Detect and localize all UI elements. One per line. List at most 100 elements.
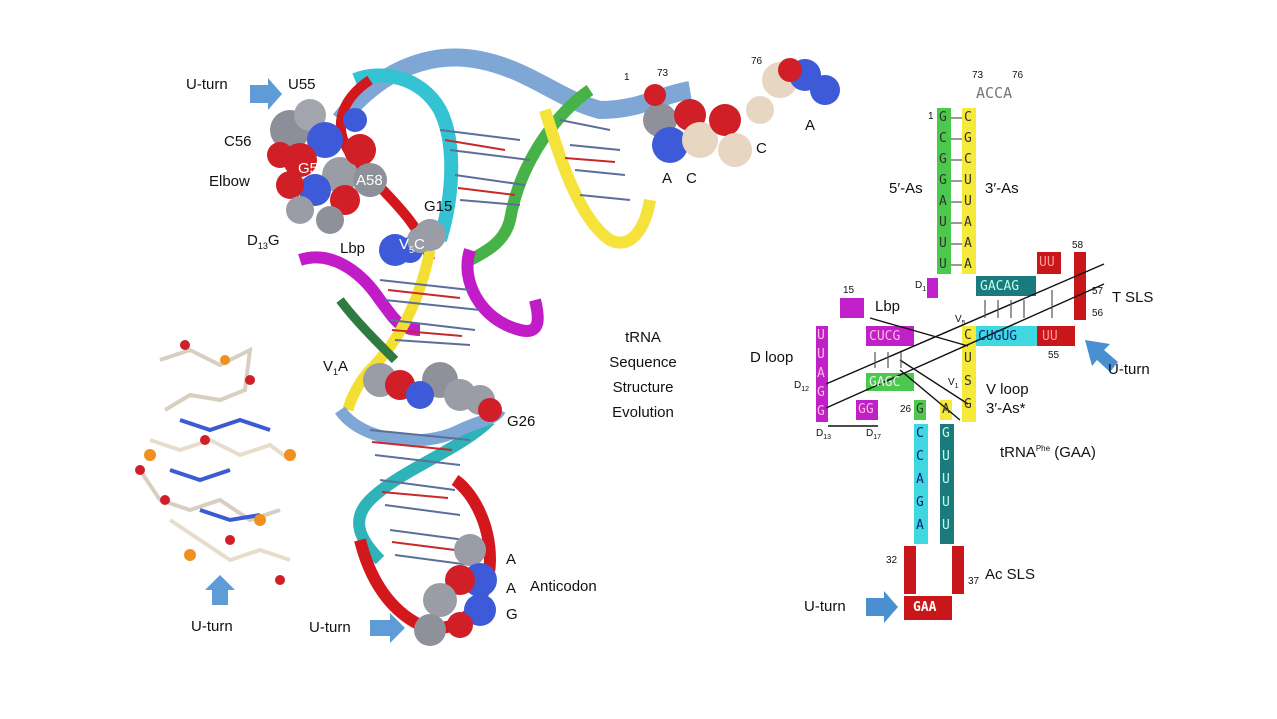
u-turn-top-label: U-turn (186, 76, 228, 93)
acr-2: U (942, 472, 950, 487)
c56-label: C56 (224, 133, 252, 150)
acc3-4: U (964, 194, 972, 209)
mid-2: S (964, 374, 972, 389)
elbow-label: Elbow (209, 173, 250, 190)
dl-1: U (817, 347, 825, 362)
acc5-3: G (939, 173, 947, 188)
acl-0: C (916, 426, 924, 441)
n76-3d-label: 76 (751, 56, 763, 67)
n58-label: 58 (1072, 240, 1084, 251)
acc3-6: A (964, 236, 972, 251)
acr-1: U (942, 449, 950, 464)
n15-label: 15 (843, 285, 855, 296)
acr-4: U (942, 518, 950, 533)
d-loop-column: U U A G G (817, 328, 829, 423)
n55-label: 55 (1048, 350, 1060, 361)
t-stem-top-text: GACAG (980, 279, 1020, 294)
lbp-ss-label: Lbp (875, 298, 901, 315)
n57-label: 57 (1092, 286, 1104, 297)
ac-loop-left-box (904, 546, 916, 594)
t-stem-bottom-box (975, 326, 1037, 346)
dl-2: A (817, 366, 825, 381)
mid-column: C U S G (964, 328, 976, 420)
acceptor-a1-label: A (662, 170, 673, 187)
center-line-1: tRNA (625, 329, 661, 346)
tertiary-lines (825, 263, 1105, 427)
ac-left-column: C C A G A (916, 426, 928, 541)
lbp-label: Lbp (340, 240, 366, 257)
d17-label: D17 (866, 428, 882, 441)
anticodon-a1-label: A (506, 551, 517, 568)
u-turn-bottom-arrow-icon (370, 613, 405, 643)
acca-label: ACCA (976, 84, 1013, 102)
green-ribbon (467, 85, 594, 266)
n1-label: 1 (624, 72, 630, 83)
va-text: A (942, 402, 950, 417)
spheres-anticodon (414, 534, 497, 646)
d1-label: D1 (915, 280, 927, 293)
d1-box (927, 278, 938, 298)
d-stem-bottom-box (856, 400, 878, 420)
acc3-7: A (964, 257, 972, 272)
dl-0: U (817, 328, 825, 343)
cyan-ribbon-top (352, 68, 459, 243)
t-loop-bottom-box (1037, 326, 1075, 346)
n56-label: 56 (1092, 308, 1104, 319)
three-as-label: 3′-As (985, 180, 1019, 197)
anticodon-label: Anticodon (530, 578, 597, 595)
d-loop-col-box (816, 326, 828, 422)
v-stem-text: GAGC (869, 375, 901, 390)
u-turn-top-arrow-icon (250, 78, 282, 110)
u55-label: U55 (288, 76, 316, 93)
ac-right-box (940, 424, 954, 544)
u-turn-ac-label: U-turn (804, 598, 846, 615)
acceptor-3p-box (962, 108, 976, 274)
acl-2: A (916, 472, 924, 487)
v-bottom-box-text: GG (858, 402, 874, 417)
anticodon-g-label: G (506, 606, 518, 623)
d-stem-top-box (866, 326, 914, 346)
g-box-text: G (916, 402, 924, 417)
acc5-4: A (939, 194, 947, 209)
d12-label: D12 (794, 380, 810, 393)
v1a-label: V1A (323, 358, 349, 377)
mid-1: U (964, 351, 972, 366)
ss-76-label: 76 (1012, 70, 1024, 81)
acc5-5: U (939, 215, 947, 230)
acceptor-3p-column: C G C U U A A A (964, 110, 976, 278)
t-stem-bottom-text: CUGUG (978, 329, 1018, 344)
spheres-v5c (379, 227, 433, 266)
magenta-ribbon-right (461, 248, 544, 337)
spheres-g26 (465, 385, 502, 422)
ac-sls-label: Ac SLS (985, 566, 1036, 583)
acc3-1: G (964, 131, 972, 146)
v5c-label: V5C (399, 236, 425, 255)
a58-label: A58 (356, 172, 383, 189)
acc3-0: C (964, 110, 972, 125)
inset-stick-model (138, 346, 292, 563)
t-loop-top-box (1037, 252, 1061, 274)
spheres-elbow (267, 99, 387, 234)
acc5-0: G (939, 110, 947, 125)
acc3-3: U (964, 173, 972, 188)
v-loop-label: V loop (986, 381, 1029, 398)
anticodon-box (904, 596, 952, 620)
d-loop-label: D loop (750, 349, 794, 366)
d13-label: D13 (816, 428, 832, 441)
n26-label: 26 (900, 404, 912, 415)
d15-box (840, 298, 864, 318)
mid-3: G (964, 397, 972, 412)
u-turn-right-arrow-icon (1085, 340, 1118, 372)
n26-box (914, 400, 926, 420)
acceptor-5p-box (937, 108, 951, 274)
ss-73-label: 73 (972, 70, 984, 81)
acceptor-5p-column: G C G G A U U U (939, 110, 951, 278)
yellow-ribbon-top (539, 108, 656, 249)
center-line-4: Evolution (612, 404, 674, 421)
acc3-5: A (964, 215, 972, 230)
acceptor-c1-label: C (686, 170, 697, 187)
d13g-label: D13G (247, 232, 280, 251)
acceptor-c2-label: C (756, 140, 767, 157)
yellow-ribbon-mid (342, 248, 436, 412)
